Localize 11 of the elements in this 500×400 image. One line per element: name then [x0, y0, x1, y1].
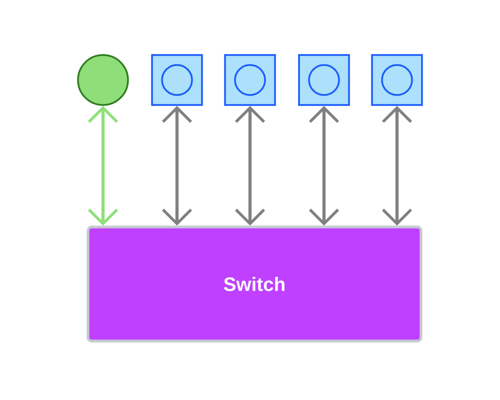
device-box — [298, 54, 350, 106]
double-arrow — [382, 106, 412, 226]
double-arrow — [88, 106, 118, 226]
circle-node — [77, 54, 129, 106]
double-arrow — [162, 106, 192, 226]
device-box — [224, 54, 276, 106]
switch-box: Switch — [86, 226, 422, 342]
device-box — [151, 54, 203, 106]
device-box — [371, 54, 423, 106]
double-arrow — [308, 106, 340, 226]
double-arrow — [234, 106, 266, 226]
